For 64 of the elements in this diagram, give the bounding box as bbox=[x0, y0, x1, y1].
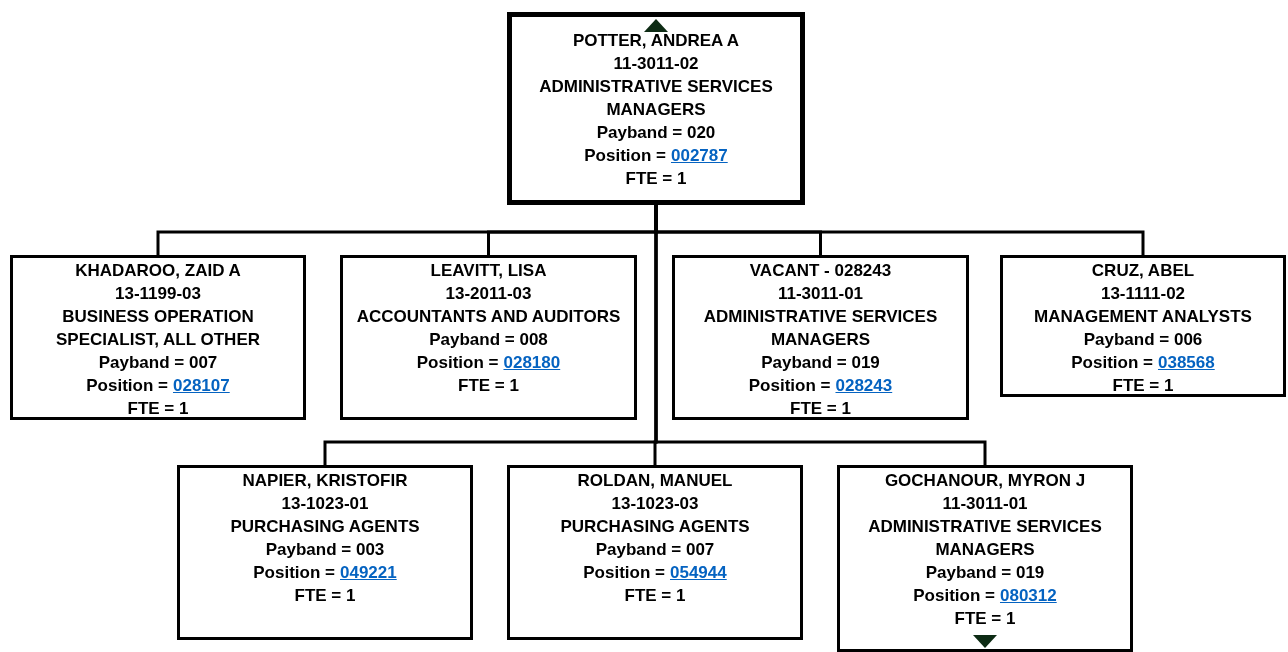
position-box bbox=[177, 465, 473, 640]
job-title: ADMINISTRATIVE SERVICES MANAGERS bbox=[702, 306, 939, 351]
position-box bbox=[507, 12, 805, 205]
job-code: 13-1023-03 bbox=[610, 493, 700, 515]
position-link: 028107 bbox=[173, 375, 230, 397]
employee-name: GOCHANOUR, MYRON J bbox=[883, 470, 1087, 492]
payband-text: Payband = 007 bbox=[594, 539, 716, 561]
job-code: 11-3011-02 bbox=[612, 53, 700, 75]
position-label: Position = bbox=[748, 375, 831, 397]
position-link: 038568 bbox=[1158, 352, 1215, 374]
position-label: Position = bbox=[584, 145, 666, 167]
job-title: BUSINESS OPERATION SPECIALIST, ALL OTHER bbox=[55, 306, 261, 351]
payband-text: Payband = 019 bbox=[924, 562, 1046, 584]
fte-text: FTE = 1 bbox=[126, 398, 190, 420]
payband-text: Payband = 003 bbox=[264, 539, 386, 561]
position-label: Position = bbox=[86, 375, 168, 397]
position-box bbox=[1000, 255, 1286, 397]
position-link: 002787 bbox=[671, 145, 728, 167]
position-link: 028243 bbox=[835, 375, 893, 397]
position-label: Position = bbox=[416, 352, 499, 374]
position-box bbox=[672, 255, 969, 420]
fte-text: FTE = 1 bbox=[624, 168, 688, 190]
position-link: 080312 bbox=[1000, 585, 1057, 607]
payband-text: Payband = 008 bbox=[428, 329, 549, 351]
employee-name: CRUZ, ABEL bbox=[1090, 260, 1196, 282]
job-title: ACCOUNTANTS AND AUDITORS bbox=[355, 306, 622, 328]
position-label: Position = bbox=[253, 562, 335, 584]
position-link: 028180 bbox=[503, 352, 561, 374]
job-title: ADMINISTRATIVE SERVICES MANAGERS bbox=[538, 76, 774, 121]
payband-text: Payband = 007 bbox=[97, 352, 219, 374]
employee-name: NAPIER, KRISTOFIR bbox=[241, 470, 409, 492]
fte-text: FTE = 1 bbox=[789, 398, 852, 420]
job-title: ADMINISTRATIVE SERVICES MANAGERS bbox=[867, 516, 1103, 561]
position-box bbox=[340, 255, 637, 420]
employee-name: ROLDAN, MANUEL bbox=[576, 470, 734, 492]
position-box bbox=[10, 255, 306, 420]
position-box bbox=[507, 465, 803, 640]
fte-text: FTE = 1 bbox=[457, 375, 520, 397]
fte-text: FTE = 1 bbox=[623, 585, 687, 607]
fte-text: FTE = 1 bbox=[1111, 375, 1175, 397]
position-link: 054944 bbox=[670, 562, 727, 584]
payband-text: Payband = 006 bbox=[1082, 329, 1204, 351]
payband-text: Payband = 019 bbox=[760, 352, 881, 374]
job-title: PURCHASING AGENTS bbox=[229, 516, 421, 538]
employee-name: POTTER, ANDREA A bbox=[571, 30, 741, 52]
job-code: 13-1111-02 bbox=[1099, 283, 1187, 305]
job-code: 13-2011-03 bbox=[444, 283, 533, 305]
fte-text: FTE = 1 bbox=[293, 585, 357, 607]
fte-text: FTE = 1 bbox=[953, 608, 1017, 630]
job-code: 11-3011-01 bbox=[776, 283, 865, 305]
employee-name: KHADAROO, ZAID A bbox=[74, 260, 242, 282]
job-title: MANAGEMENT ANALYSTS bbox=[1033, 306, 1253, 328]
position-label: Position = bbox=[583, 562, 665, 584]
position-label: Position = bbox=[1071, 352, 1153, 374]
payband-text: Payband = 020 bbox=[595, 122, 717, 144]
employee-name: VACANT - 028243 bbox=[748, 260, 893, 282]
job-code: 13-1023-01 bbox=[280, 493, 370, 515]
job-code: 11-3011-01 bbox=[941, 493, 1029, 515]
job-title: PURCHASING AGENTS bbox=[559, 516, 751, 538]
position-link: 049221 bbox=[340, 562, 397, 584]
position-box bbox=[837, 465, 1133, 652]
employee-name: LEAVITT, LISA bbox=[429, 260, 548, 282]
position-label: Position = bbox=[913, 585, 995, 607]
job-code: 13-1199-03 bbox=[114, 283, 202, 305]
